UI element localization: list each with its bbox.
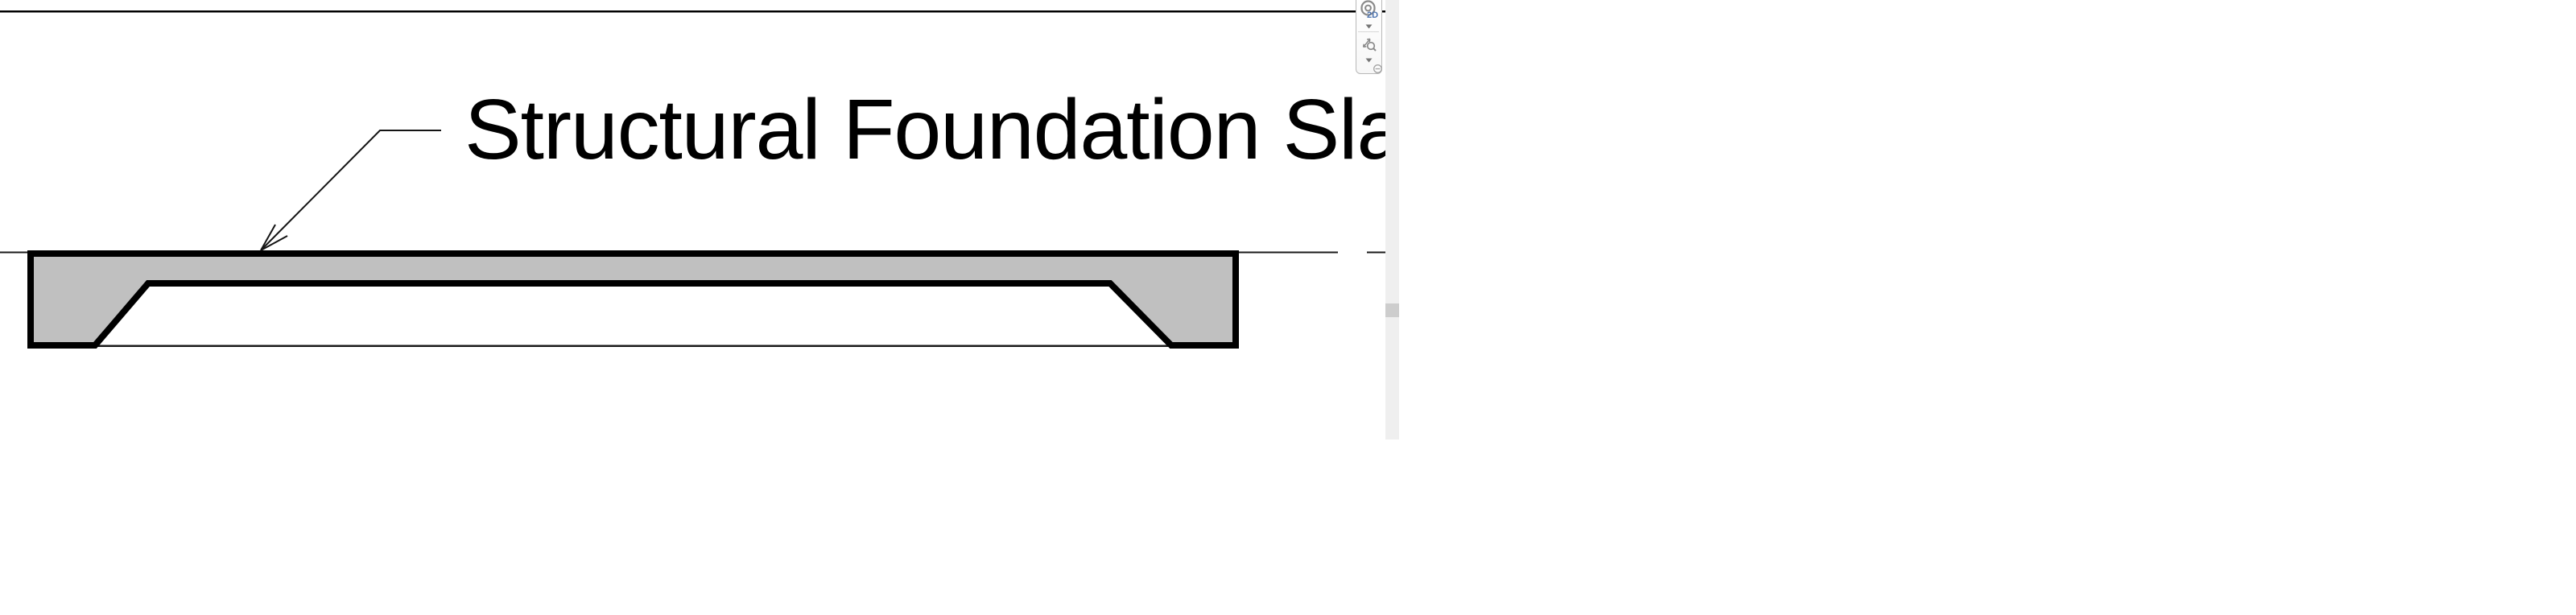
slab-bottom-reference-line [95,345,1171,347]
steering-wheel-2d-button[interactable]: 2D [1356,0,1381,21]
level-line-segment [0,251,27,254]
vertical-scrollbar-track[interactable] [1385,0,1399,440]
steering-wheel-2d-badge: 2D [1367,10,1379,20]
tag-leader-line[interactable] [260,130,441,251]
steering-wheel-2d-icon [1360,0,1376,16]
minus-circle-icon [1373,64,1382,73]
zoom-region-icon [1362,38,1377,52]
chevron-down-icon [1365,58,1372,63]
structural-foundation-tag-label[interactable]: Structural Foundation Slab [464,85,1385,177]
structural-foundation-slab-section[interactable] [27,250,1239,349]
drawing-area [0,10,1385,349]
navbar-separator [1358,31,1379,32]
collapse-navbar-button[interactable] [1373,64,1383,74]
navigation-bar: 2D [1356,0,1382,74]
vertical-scrollbar-thumb[interactable] [1385,303,1399,317]
zoom-region-button[interactable] [1356,35,1381,52]
leader-arrowhead-barb [260,235,288,251]
leader-arrowhead-barb [260,224,276,251]
level-line-segment [1239,251,1338,254]
chevron-down-icon [1365,24,1372,29]
view-crop-boundary-line [0,10,1385,13]
level-line-segment [1367,251,1385,254]
zoom-dropdown-button[interactable] [1356,56,1381,64]
steering-wheel-dropdown-button[interactable] [1356,23,1381,31]
